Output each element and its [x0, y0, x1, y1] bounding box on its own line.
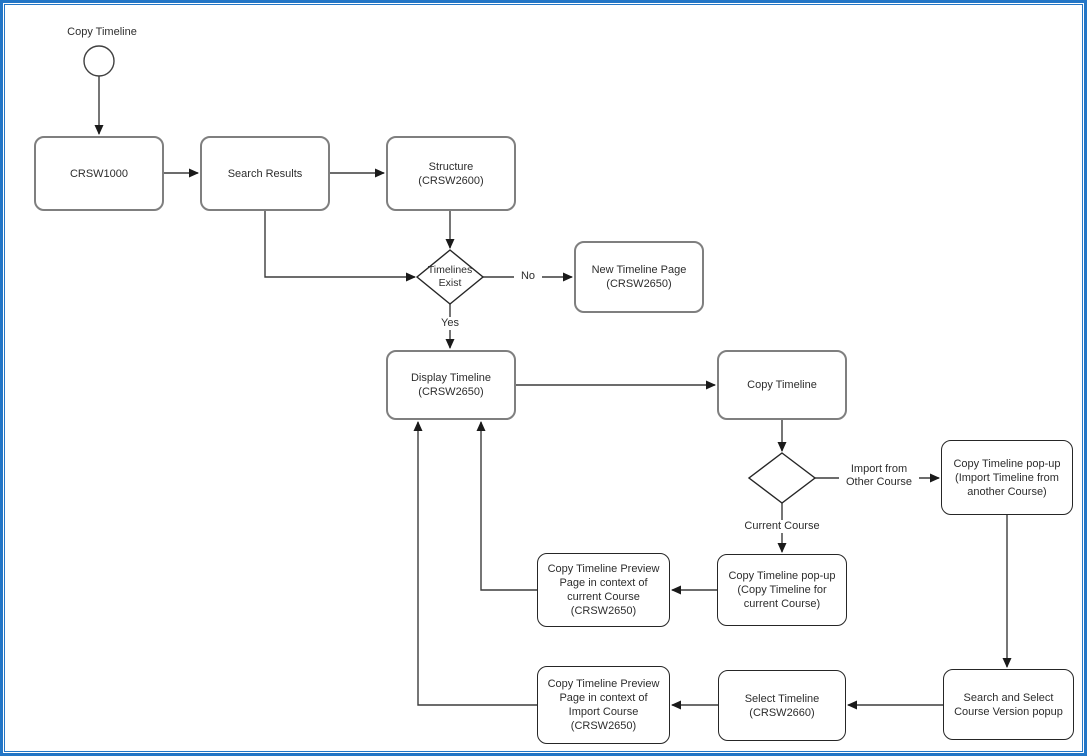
node-structure-label: Structure (CRSW2600) — [418, 160, 484, 187]
node-preview-current-label: Copy Timeline Preview Page in context of… — [547, 563, 660, 617]
node-search-results-label: Search Results — [227, 167, 303, 180]
node-search-results: Search Results — [200, 136, 330, 211]
edge-search-results-to-timelines-exist — [264, 211, 416, 282]
node-crsw1000-label: CRSW1000 — [69, 167, 129, 180]
node-select-timeline-label: Select Timeline (CRSW2660) — [744, 692, 820, 719]
node-crsw1000: CRSW1000 — [34, 136, 164, 211]
node-copy-popup-current-label: Copy Timeline pop-up (Copy Timeline for … — [728, 570, 836, 610]
start-label: Copy Timeline — [67, 26, 137, 38]
node-display-timeline: Display Timeline (CRSW2650) — [386, 350, 516, 420]
node-preview-current: Copy Timeline Preview Page in context of… — [537, 553, 670, 627]
edge-preview-current-to-display — [476, 421, 537, 591]
node-new-timeline-page-label: New Timeline Page (CRSW2650) — [591, 264, 687, 290]
node-preview-import-label: Copy Timeline Preview Page in context of… — [547, 678, 660, 732]
node-copy-popup-import-label: Copy Timeline pop-up (Import Timeline fr… — [953, 457, 1061, 498]
start-circle — [83, 45, 115, 77]
decision-copy-source-diamond — [747, 452, 817, 504]
node-search-select-popup-label: Search and Select Course Version popup — [954, 691, 1063, 718]
node-search-select-popup: Search and Select Course Version popup — [943, 669, 1074, 740]
node-copy-timeline: Copy Timeline — [717, 350, 847, 420]
node-copy-popup-import: Copy Timeline pop-up (Import Timeline fr… — [941, 440, 1073, 515]
node-display-timeline-label: Display Timeline (CRSW2650) — [410, 372, 492, 398]
node-preview-import: Copy Timeline Preview Page in context of… — [537, 666, 670, 744]
node-structure: Structure (CRSW2600) — [386, 136, 516, 211]
connector-layer — [83, 45, 1012, 710]
edge-label-import-from-other-course: Import from Other Course — [839, 463, 919, 489]
node-copy-timeline-label: Copy Timeline — [747, 379, 817, 391]
edge-preview-import-to-display — [413, 421, 537, 706]
decision-timelines-exist-label: Timelines Exist — [427, 264, 473, 289]
node-copy-popup-current: Copy Timeline pop-up (Copy Timeline for … — [717, 554, 847, 626]
edge-label-no: No — [514, 270, 542, 283]
edge-label-current-course: Current Course — [744, 520, 820, 533]
edge-label-yes: Yes — [434, 317, 466, 330]
decision-timelines-exist-diamond — [415, 249, 485, 305]
node-select-timeline: Select Timeline (CRSW2660) — [718, 670, 846, 741]
node-new-timeline-page: New Timeline Page (CRSW2650) — [574, 241, 704, 313]
